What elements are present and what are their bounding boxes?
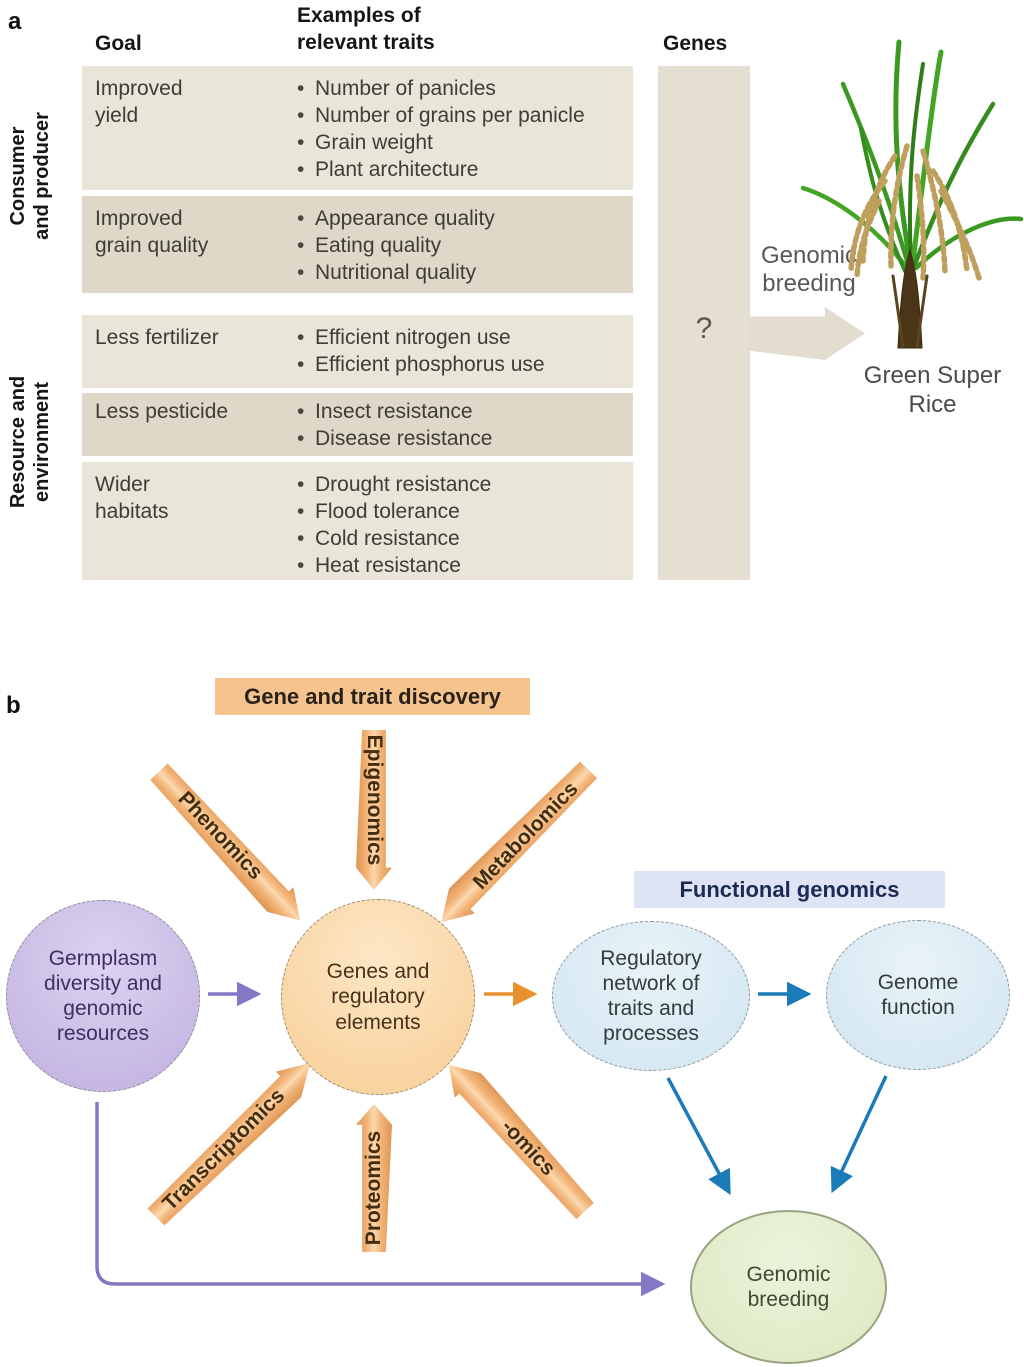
row-traits-list: Efficient nitrogen use Efficient phospho… [297, 324, 545, 378]
trait-item: Drought resistance [297, 471, 491, 498]
trait-item: Number of grains per panicle [297, 102, 585, 129]
phenomics-label: Phenomics [173, 787, 268, 885]
genes-column [658, 66, 750, 580]
group-label-resource-environment: Resource and environment [7, 375, 53, 509]
column-header-traits: Examples of relevant traits [297, 4, 435, 55]
trait-item: Plant architecture [297, 156, 585, 183]
node-genomic-breeding: Genomic breeding [690, 1210, 887, 1364]
trait-item: Disease resistance [297, 425, 492, 452]
trait-item: Cold resistance [297, 525, 491, 552]
table-row: Improved yield Number of panicles Number… [82, 66, 633, 190]
trait-item: Efficient phosphorus use [297, 351, 545, 378]
row-goal: Wider habitats [95, 473, 169, 523]
epigenomics-label: Epigenomics [363, 734, 386, 866]
row-traits-list: Appearance quality Eating quality Nutrit… [297, 205, 495, 286]
trait-item: Appearance quality [297, 205, 495, 232]
transcriptomics-label: Transcriptomics [158, 1084, 290, 1216]
column-header-genes: Genes [663, 32, 728, 55]
plant-caption: Green Super Rice [863, 362, 1002, 418]
row-goal: Less fertilizer [95, 326, 219, 349]
row-goal: Less pesticide [95, 400, 229, 423]
genes-question-mark: ? [695, 312, 713, 345]
proteomics-label: Proteomics [362, 1130, 385, 1246]
trait-item: Insect resistance [297, 398, 492, 425]
trait-item: Number of panicles [297, 75, 585, 102]
metabolomics-label: Metabolomics [468, 777, 583, 895]
node-genome-function: Genome function [826, 920, 1010, 1070]
row-traits-list: Insect resistance Disease resistance [297, 398, 492, 452]
arrow-genome-function-to-genomic-breeding [830, 1075, 888, 1194]
table-row: Improved grain quality Appearance qualit… [82, 196, 633, 293]
trait-item: Heat resistance [297, 552, 491, 579]
trait-item: Nutritional quality [297, 259, 495, 286]
node-regulatory-network: Regulatory network of traits and process… [552, 921, 750, 1071]
trait-item: Efficient nitrogen use [297, 324, 545, 351]
node-genes-regulatory-elements: Genes and regulatory elements [281, 899, 475, 1095]
row-traits-list: Number of panicles Number of grains per … [297, 75, 585, 183]
trait-item: Eating quality [297, 232, 495, 259]
genomic-breeding-arrow-label: Genomic breeding [760, 242, 858, 297]
gene-trait-discovery-header: Gene and trait discovery [215, 678, 530, 715]
rice-plant-illustration [800, 39, 1024, 349]
node-germplasm-resources: Germplasm diversity and genomic resource… [6, 900, 200, 1092]
functional-genomics-header: Functional genomics [634, 871, 945, 908]
table-row: Less fertilizer Efficient nitrogen use E… [82, 315, 633, 388]
column-header-goal: Goal [95, 32, 142, 55]
panel-a-label: a [8, 8, 22, 35]
table-row: Less pesticide Insect resistance Disease… [82, 393, 633, 456]
panel-b-label: b [6, 692, 21, 719]
row-goal: Improved yield [95, 77, 183, 127]
trait-item: Grain weight [297, 129, 585, 156]
group-label-consumer-producer: Consumer and producer [7, 112, 53, 240]
omics-generic-label: -omics [496, 1115, 560, 1181]
table-row: Wider habitats Drought resistance Flood … [82, 462, 633, 580]
row-traits-list: Drought resistance Flood tolerance Cold … [297, 471, 491, 579]
arrow-regulatory-to-genomic-breeding [666, 1077, 731, 1196]
row-goal: Improved grain quality [95, 207, 209, 257]
trait-item: Flood tolerance [297, 498, 491, 525]
